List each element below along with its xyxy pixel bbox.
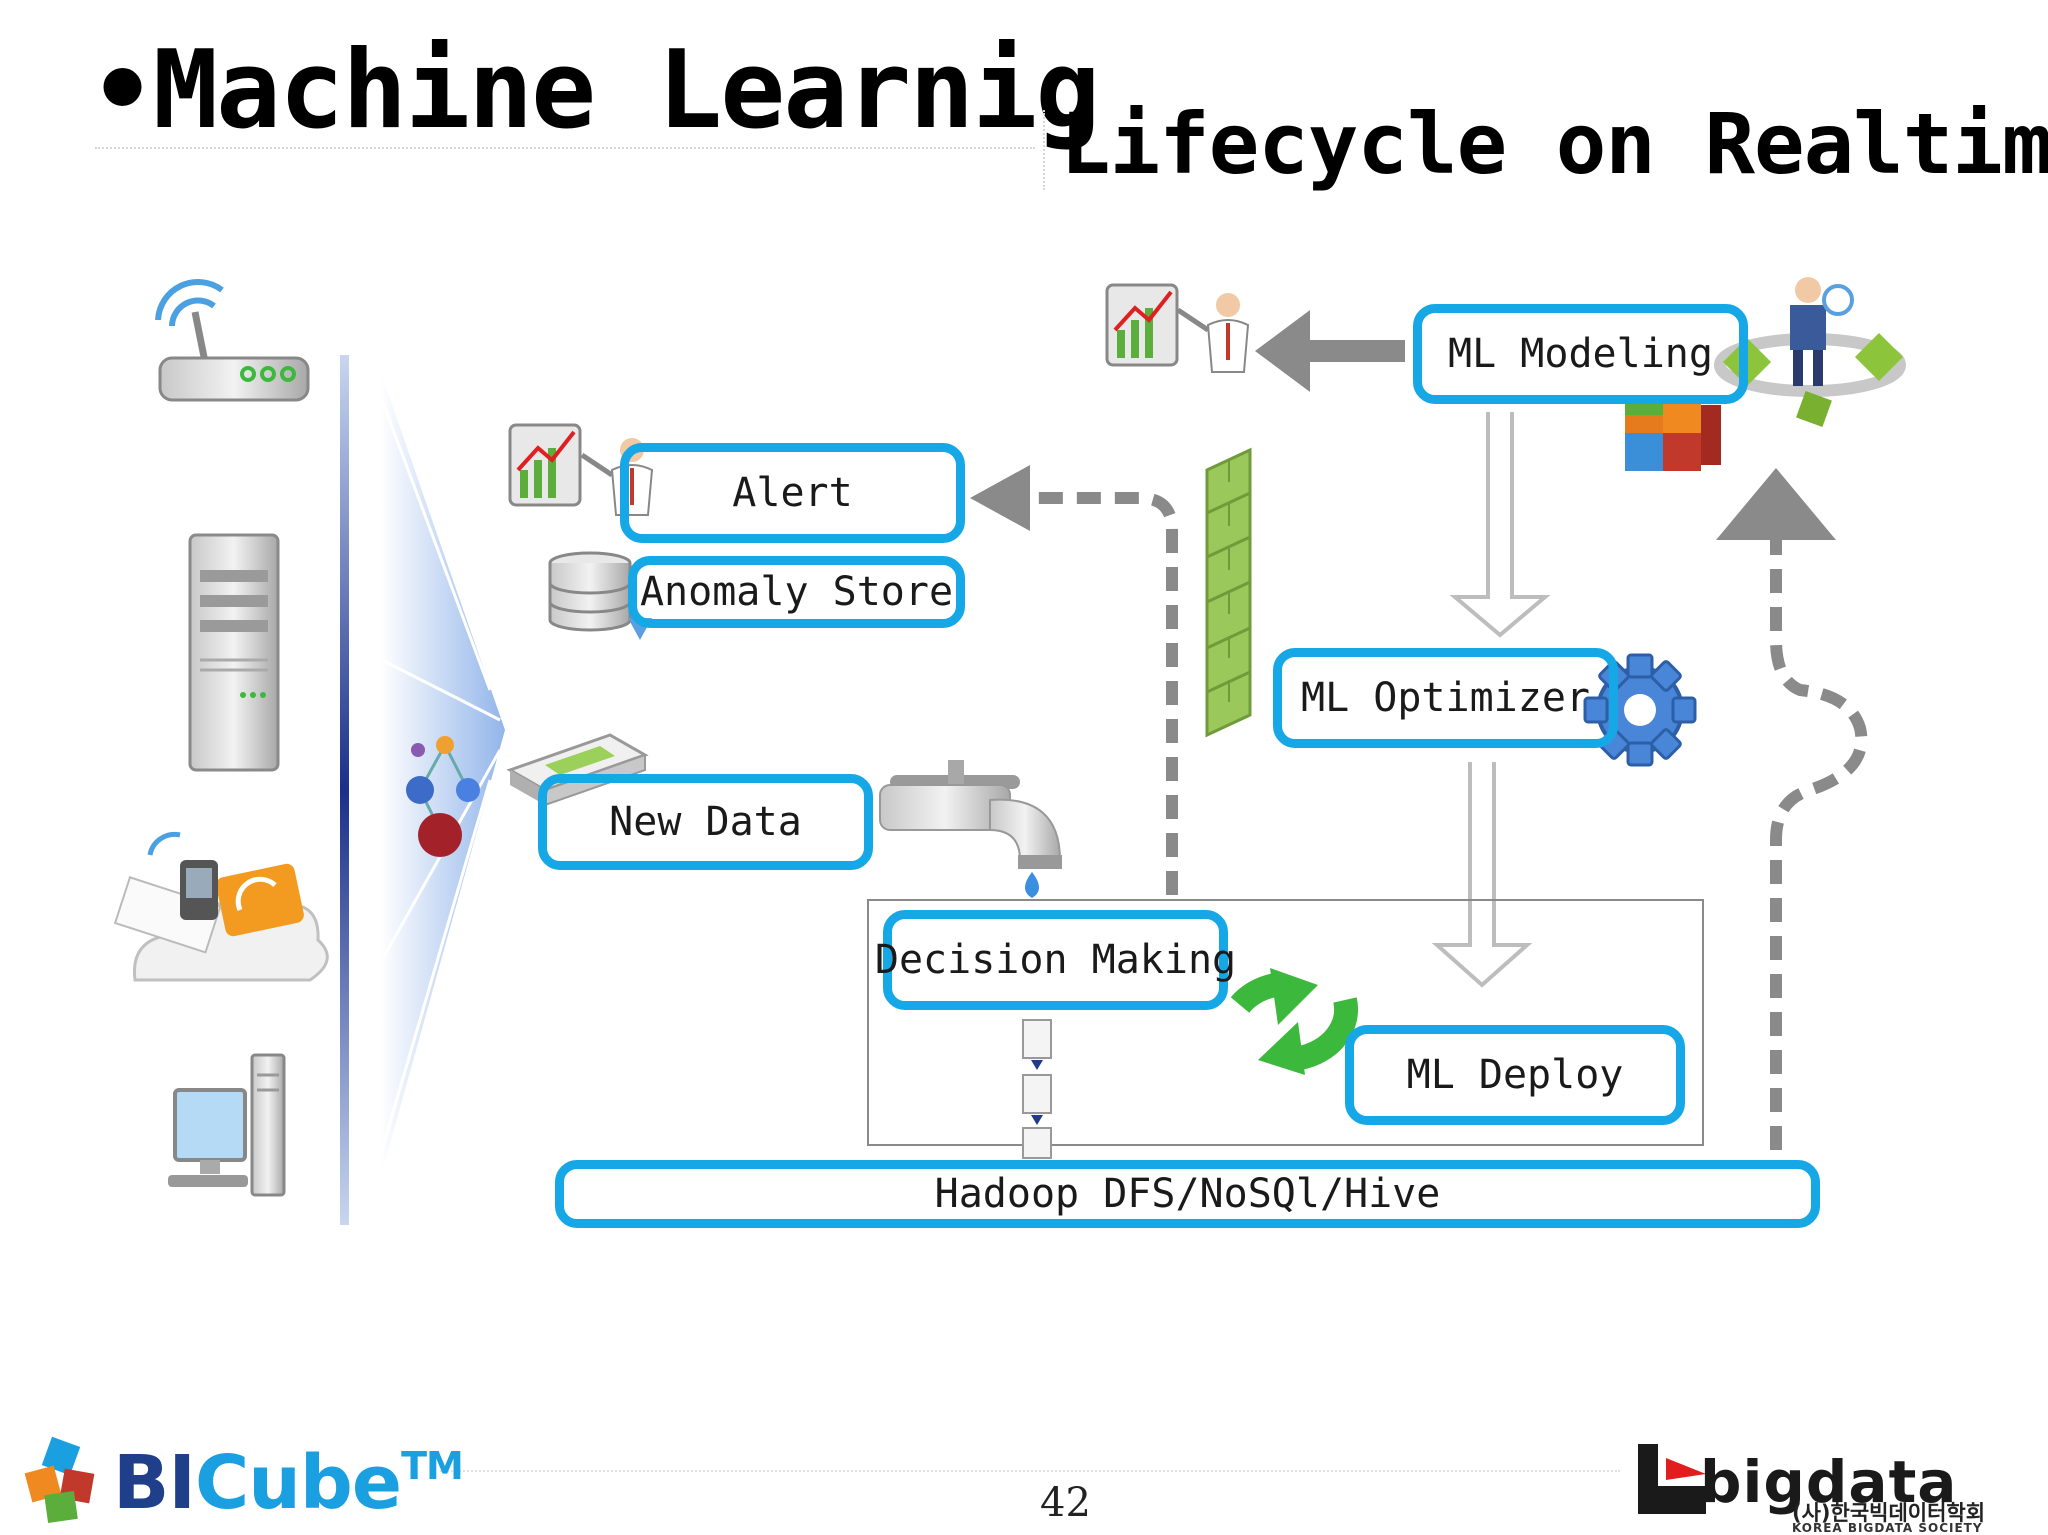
arrow-modeling-to-presenter	[1255, 310, 1405, 392]
arrow-modeling-to-optimizer	[1449, 412, 1551, 638]
page-number: 42	[1040, 1480, 1091, 1526]
server-tower-icon	[188, 533, 280, 772]
node-label: Decision Making	[874, 937, 1237, 983]
node-label: ML Modeling	[1448, 331, 1713, 377]
arrow-decision-to-alert	[970, 465, 1178, 895]
node-alert[interactable]: Alert	[620, 443, 965, 543]
node-new-data[interactable]: New Data	[538, 774, 873, 870]
page-title: •Machine Learnig	[90, 28, 1100, 153]
node-ml-deploy[interactable]: ML Deploy	[1345, 1025, 1685, 1125]
decision-area-frame	[867, 899, 1704, 1146]
title-divider-vertical	[1043, 110, 1045, 190]
source-bar	[340, 355, 349, 1225]
footer-divider	[440, 1470, 1620, 1472]
node-label: Alert	[732, 470, 853, 516]
wifi-router-icon	[155, 278, 310, 402]
node-label: Anomaly Store	[639, 569, 954, 615]
node-label: Hadoop DFS/NoSQl/Hive	[934, 1171, 1441, 1217]
cycle-arrows-icon	[1230, 968, 1359, 1075]
page-subtitle: Lifecycle on Realtime	[1060, 95, 2048, 193]
firewall-icon	[1205, 447, 1252, 738]
presenter-chart-icon	[1105, 283, 1250, 373]
bicube-logo-icon	[24, 1436, 95, 1523]
node-ml-modeling[interactable]: ML Modeling	[1413, 304, 1748, 404]
node-anomaly-store[interactable]: Anomaly Store	[628, 556, 965, 628]
cubes-icon	[1625, 395, 1721, 471]
bigdata-logo-icon	[1638, 1444, 1706, 1514]
node-storage[interactable]: Hadoop DFS/NoSQl/Hive	[555, 1160, 1820, 1228]
bigdata-logo: bigdata	[1700, 1448, 1958, 1516]
title-divider	[95, 147, 1035, 149]
database-icon	[548, 551, 652, 640]
cloud-mobile-icon	[113, 831, 329, 982]
desktop-computer-icon	[168, 1053, 286, 1197]
water-faucet-icon	[879, 760, 1062, 898]
arrow-storage-to-modeling	[1716, 468, 1868, 1150]
node-ml-optimizer[interactable]: ML Optimizer	[1273, 648, 1618, 748]
bigdata-logo-english: KOREA BIGDATA SOCIETY	[1792, 1521, 1983, 1535]
arrow-optimizer-to-deploy	[1431, 762, 1533, 988]
node-label: ML Optimizer	[1301, 675, 1590, 721]
gear-icon	[1583, 653, 1697, 767]
data-fan	[380, 370, 505, 1180]
pipeline-steps	[1022, 1019, 1052, 1159]
node-decision-making[interactable]: Decision Making	[875, 910, 1236, 1010]
node-label: ML Deploy	[1406, 1052, 1624, 1098]
node-label: New Data	[609, 799, 802, 845]
molecule-icon	[406, 736, 480, 857]
bicube-logo: BICubeTM	[113, 1440, 464, 1526]
bigdata-logo-korean: (사)한국빅데이터학회	[1792, 1501, 1986, 1525]
